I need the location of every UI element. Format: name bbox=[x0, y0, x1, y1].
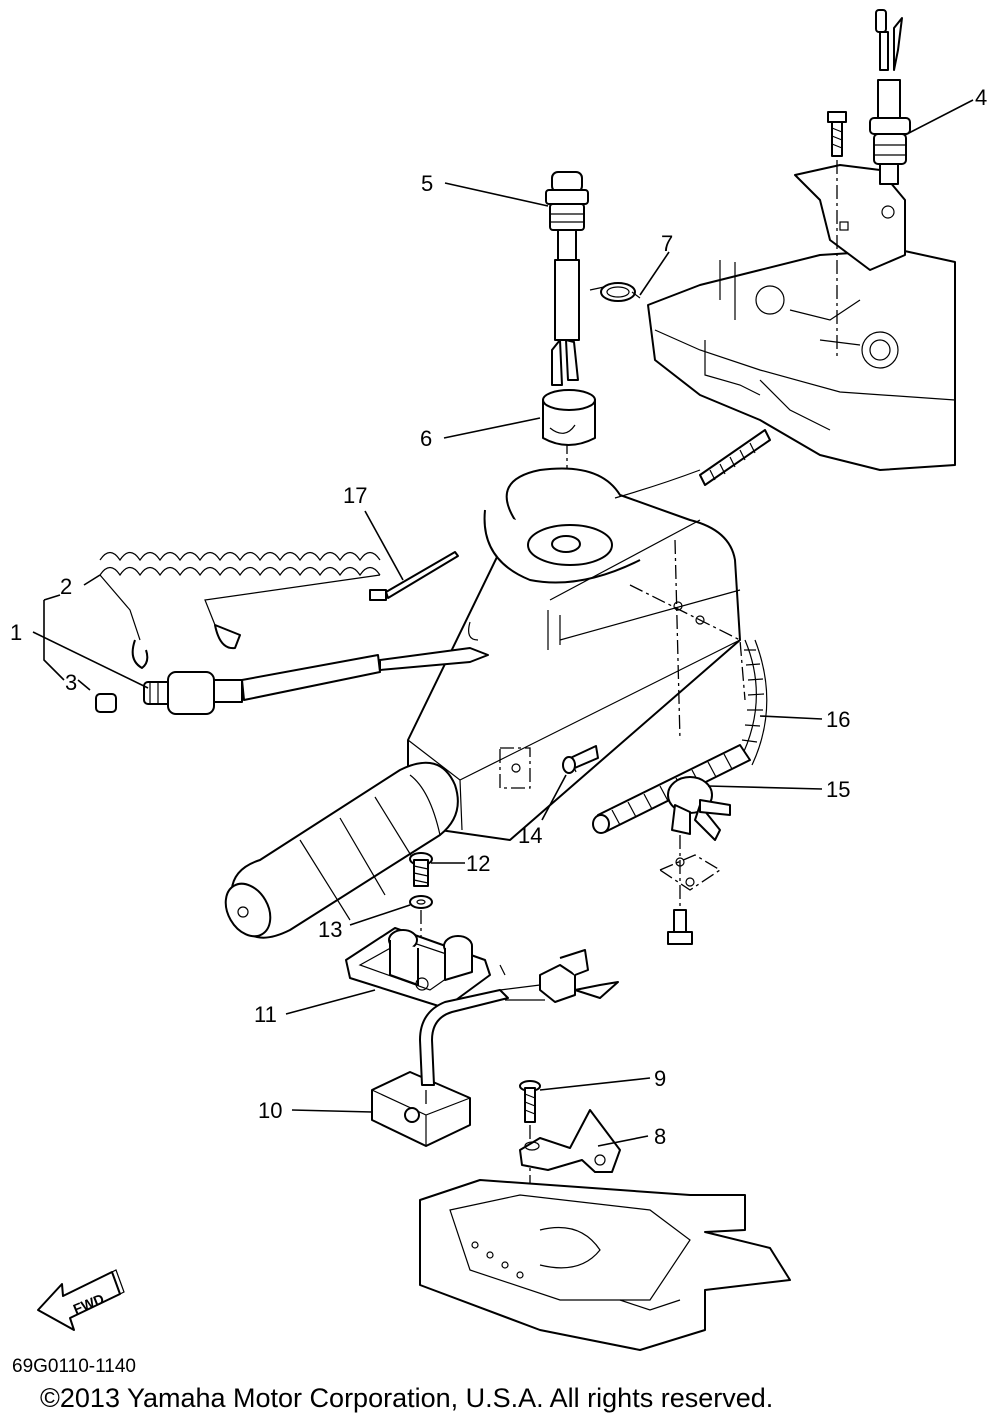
part-6-bushing bbox=[542, 389, 596, 446]
callout-1: 1 bbox=[10, 620, 22, 645]
part-4-switch bbox=[869, 9, 911, 185]
part-14-screw bbox=[562, 745, 599, 774]
clamp-plate-and-bolt bbox=[658, 854, 722, 945]
callout-15: 15 bbox=[826, 777, 850, 802]
callout-14: 14 bbox=[518, 823, 542, 848]
drawing-code: 69G0110-1140 bbox=[12, 1356, 136, 1377]
part-17-cable-tie bbox=[369, 551, 459, 601]
part-11-holder bbox=[345, 927, 491, 1009]
callout-12: 12 bbox=[466, 851, 490, 876]
callout-labels: 1 2 3 4 5 6 7 8 9 10 11 12 13 14 15 16 1… bbox=[10, 85, 987, 1149]
part-12-screw bbox=[409, 852, 433, 887]
bracket-bolt bbox=[827, 111, 847, 360]
callout-10: 10 bbox=[258, 1098, 282, 1123]
callout-7: 7 bbox=[661, 231, 673, 256]
callout-3: 3 bbox=[65, 670, 77, 695]
callout-17: 17 bbox=[343, 483, 367, 508]
steering-handle-body bbox=[407, 467, 746, 841]
callout-4: 4 bbox=[975, 85, 987, 110]
circlip bbox=[468, 621, 479, 641]
bottom-cowling-drawing bbox=[647, 164, 956, 471]
part-8-bracket bbox=[519, 1109, 621, 1173]
part-2-lanyard bbox=[99, 551, 381, 669]
callout-2: 2 bbox=[60, 574, 72, 599]
part-1-stop-switch bbox=[143, 647, 489, 715]
callout-9: 9 bbox=[654, 1066, 666, 1091]
lower-bracket-drawing bbox=[419, 1179, 791, 1351]
throttle-grip bbox=[224, 761, 459, 939]
callout-11: 11 bbox=[254, 1002, 277, 1027]
part-15-clamp bbox=[667, 776, 731, 910]
copyright-notice: ©2013 Yamaha Motor Corporation, U.S.A. A… bbox=[40, 1383, 773, 1413]
callout-16: 16 bbox=[826, 707, 850, 732]
part-10-control-box bbox=[371, 949, 619, 1147]
callout-6: 6 bbox=[420, 426, 432, 451]
part-5-stop-switch bbox=[545, 171, 589, 520]
callout-8: 8 bbox=[654, 1124, 666, 1149]
part-7-clip bbox=[589, 282, 641, 302]
part-3-cap bbox=[95, 693, 117, 713]
callout-13: 13 bbox=[318, 917, 342, 942]
forward-direction-arrow: FWD bbox=[37, 1269, 125, 1331]
callout-5: 5 bbox=[421, 171, 433, 196]
throttle-cable bbox=[614, 429, 771, 499]
leader-lines bbox=[32, 99, 974, 1147]
